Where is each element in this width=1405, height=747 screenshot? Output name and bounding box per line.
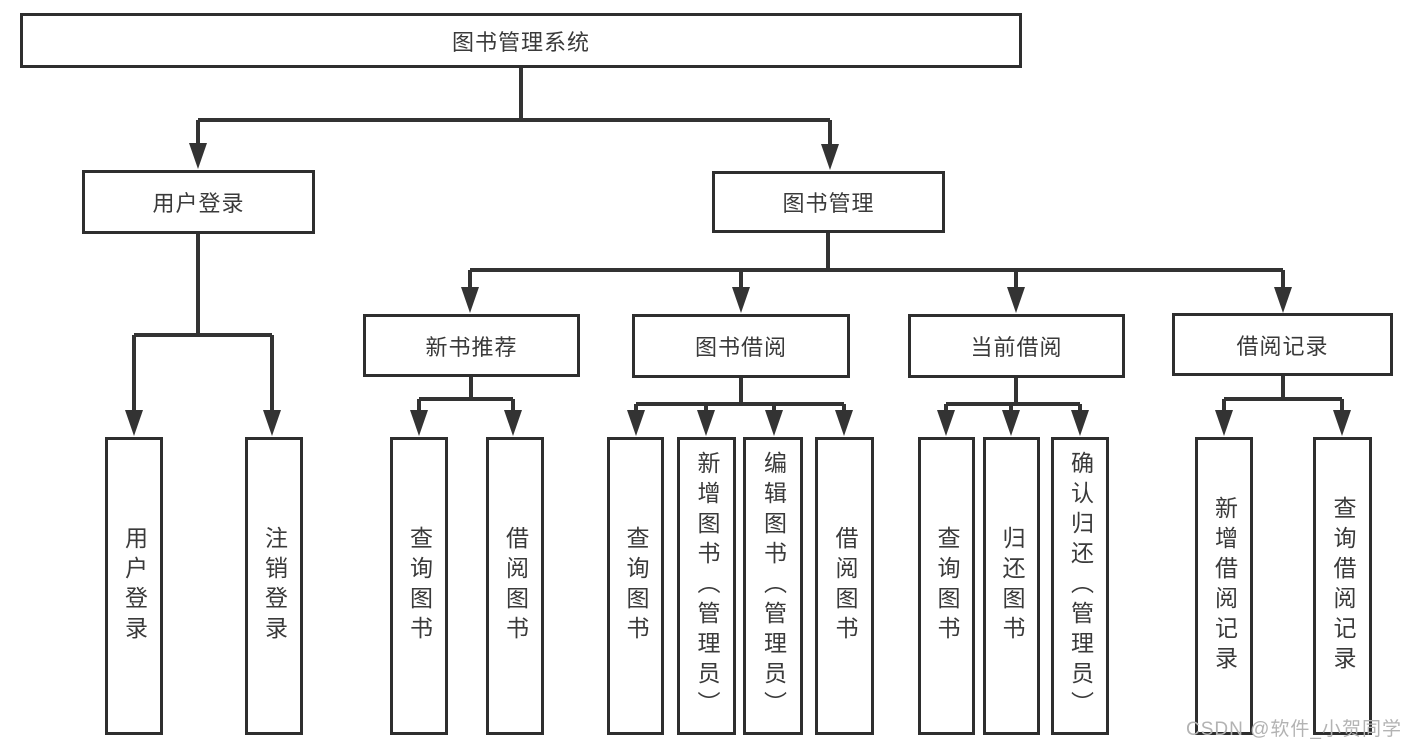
node-leaf-user-login: 用户登录 (105, 437, 163, 735)
node-label: 查询图书 (406, 526, 433, 646)
node-label: 新增借阅记录 (1211, 496, 1238, 676)
node-label: 借阅图书 (832, 526, 858, 646)
node-label: 编辑图书（管理员） (760, 451, 787, 721)
node-leaf-query-books-recommend: 查询图书 (390, 437, 448, 735)
node-leaf-query-books-borrowing: 查询图书 (607, 437, 664, 735)
node-label: 归还图书 (999, 526, 1025, 646)
node-label: 查询图书 (934, 526, 960, 646)
node-label: 用户登录 (121, 526, 148, 646)
node-leaf-query-borrow-record: 查询借阅记录 (1313, 437, 1372, 735)
node-book-borrowing: 图书借阅 (632, 314, 850, 378)
node-root-library-system: 图书管理系统 (20, 13, 1022, 68)
node-leaf-borrow-books: 借阅图书 (815, 437, 874, 735)
node-label: 用户登录 (152, 191, 245, 216)
node-label: 图书管理系统 (451, 29, 590, 55)
node-label: 查询借阅记录 (1330, 496, 1356, 676)
node-leaf-return-books: 归还图书 (983, 437, 1040, 735)
node-book-management: 图书管理 (712, 171, 945, 233)
node-leaf-add-borrow-record: 新增借阅记录 (1195, 437, 1253, 735)
node-label: 确认归还（管理员） (1067, 451, 1094, 721)
node-label: 当前借阅 (970, 335, 1063, 360)
connector-paths (132, 68, 1344, 411)
node-new-book-recommend: 新书推荐 (363, 314, 580, 377)
connector-arrowheads (125, 143, 1351, 436)
node-label: 注销登录 (261, 526, 288, 646)
node-label: 图书借阅 (694, 335, 787, 360)
node-label: 借阅图书 (502, 526, 529, 646)
node-leaf-add-books-admin: 新增图书（管理员） (677, 437, 736, 735)
node-leaf-confirm-return-admin: 确认归还（管理员） (1051, 437, 1109, 735)
node-current-borrowing: 当前借阅 (908, 314, 1125, 378)
node-label: 查询图书 (623, 526, 649, 646)
node-label: 新增图书（管理员） (694, 451, 720, 721)
csdn-watermark: CSDN @软件_小贺同学 (1186, 719, 1402, 740)
node-leaf-query-books-current: 查询图书 (918, 437, 975, 735)
node-leaf-borrow-books-recommend: 借阅图书 (486, 437, 544, 735)
node-label: 图书管理 (782, 191, 875, 216)
node-leaf-logout: 注销登录 (245, 437, 303, 735)
node-user-login: 用户登录 (82, 170, 315, 234)
node-leaf-edit-books-admin: 编辑图书（管理员） (743, 437, 803, 735)
node-label: 借阅记录 (1236, 333, 1329, 359)
node-borrowing-records: 借阅记录 (1172, 313, 1393, 376)
node-label: 新书推荐 (425, 334, 518, 360)
